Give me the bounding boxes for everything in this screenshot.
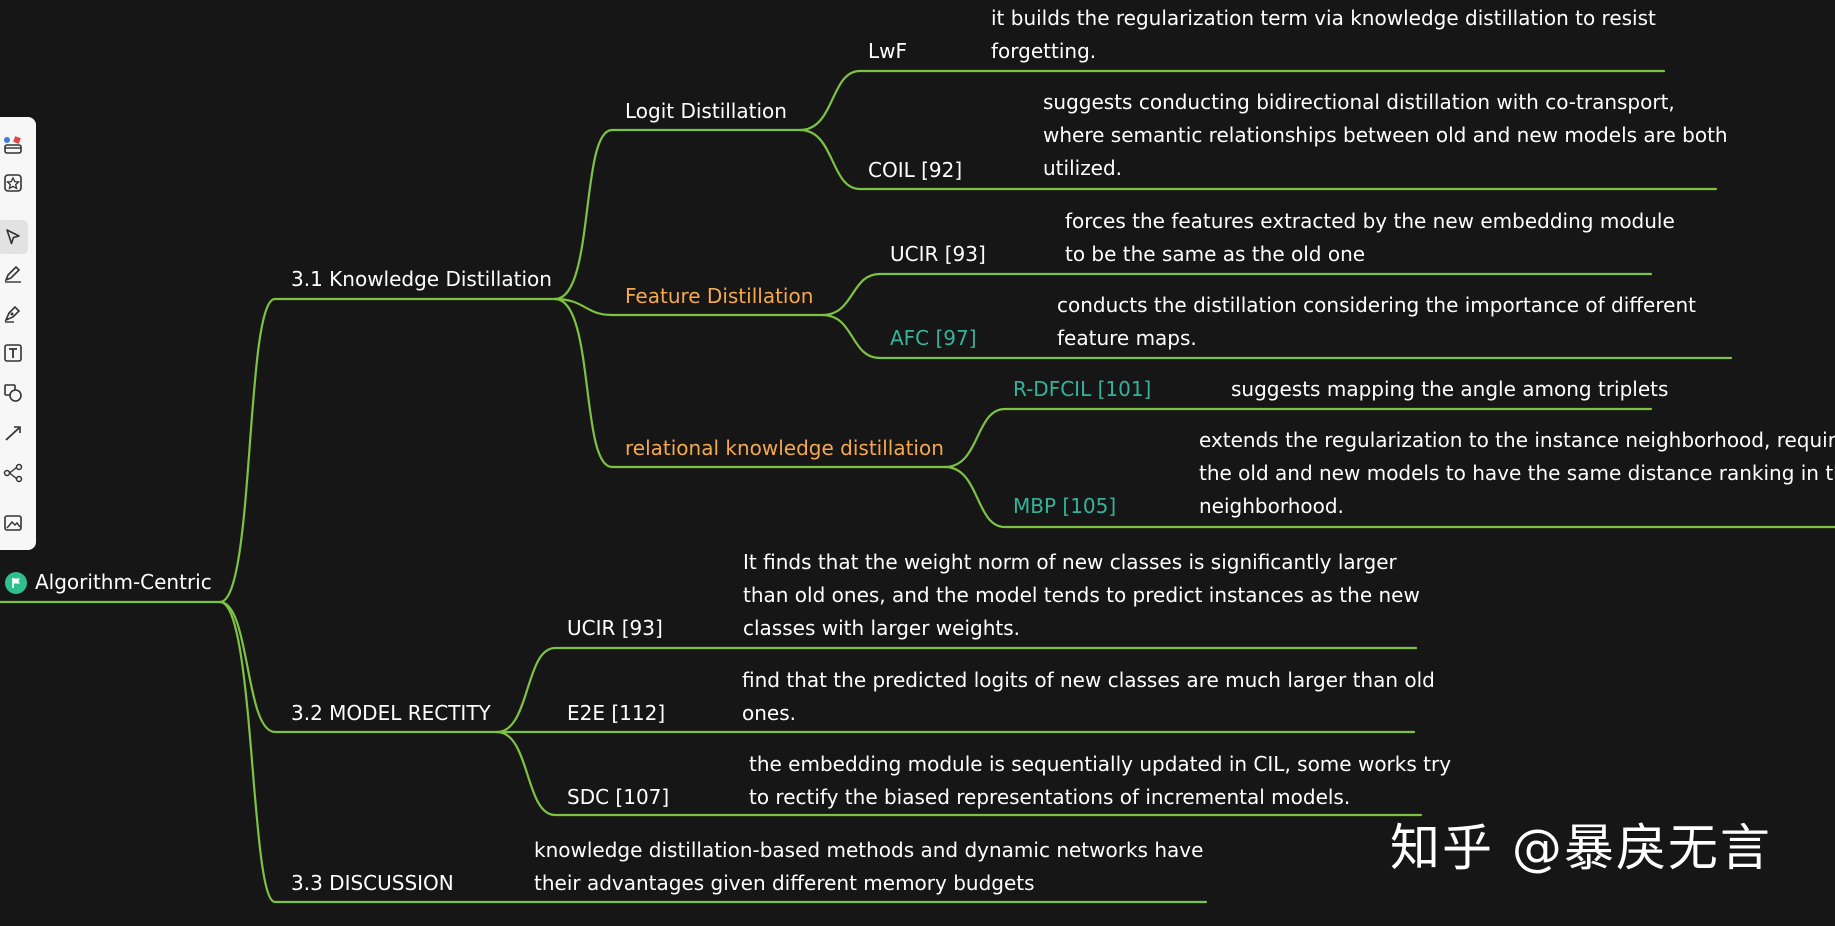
edge-root-mr <box>218 600 277 734</box>
node-ucir-kd[interactable]: UCIR [93] <box>890 242 986 266</box>
desc-discussion: knowledge distillation-based methods and… <box>534 834 1203 900</box>
connector-icon[interactable] <box>0 420 26 446</box>
desc-line: ones. <box>742 701 796 725</box>
desc-line: knowledge distillation-based methods and… <box>534 838 1204 862</box>
root-label: Algorithm-Centric <box>35 570 212 594</box>
edge-mr-ucir <box>495 646 1418 734</box>
desc-line: their advantages given different memory … <box>534 871 1035 895</box>
desc-ucir-kd: forces the features extracted by the new… <box>1065 205 1675 271</box>
edge-mr-sdc <box>495 730 1423 817</box>
edge-root-kd <box>218 297 277 604</box>
node-afc[interactable]: AFC [97] <box>890 326 977 350</box>
desc-line: extends the regularization to the instan… <box>1199 428 1835 452</box>
edge-kd-logit <box>553 128 614 301</box>
desc-line: conducts the distillation considering th… <box>1057 293 1696 317</box>
mindmap-icon[interactable] <box>0 460 26 486</box>
desc-afc: conducts the distillation considering th… <box>1057 289 1696 355</box>
desc-line: utilized. <box>1043 156 1123 180</box>
desc-line: forgetting. <box>991 39 1097 63</box>
edge-kd-relational <box>553 297 614 469</box>
select-icon[interactable] <box>0 220 28 254</box>
desc-line: it builds the regularization term via kn… <box>991 6 1656 30</box>
left-toolbar <box>0 117 36 550</box>
desc-lwf: it builds the regularization term via kn… <box>991 2 1656 68</box>
desc-sdc: the embedding module is sequentially upd… <box>749 748 1451 814</box>
flag-icon <box>5 571 27 594</box>
node-lwf[interactable]: LwF <box>868 39 908 63</box>
node-feature-distillation[interactable]: Feature Distillation <box>625 284 814 308</box>
desc-line: classes with larger weights. <box>743 616 1020 640</box>
desc-line: neighborhood. <box>1199 494 1344 518</box>
desc-mbp: extends the regularization to the instan… <box>1199 424 1835 523</box>
node-sdc[interactable]: SDC [107] <box>567 785 670 809</box>
section-discussion[interactable]: 3.3 DISCUSSION <box>291 871 454 895</box>
edge-logit-lwf <box>798 69 1666 132</box>
root-node[interactable]: Algorithm-Centric <box>5 566 212 599</box>
pen-icon[interactable] <box>0 300 26 326</box>
node-ucir-rectity[interactable]: UCIR [93] <box>567 616 663 640</box>
desc-coil: suggests conducting bidirectional distil… <box>1043 86 1728 185</box>
node-relational-kd[interactable]: relational knowledge distillation <box>625 436 944 460</box>
desc-line: It finds that the weight norm of new cla… <box>743 550 1397 574</box>
desc-line: suggests conducting bidirectional distil… <box>1043 90 1675 114</box>
desc-line: the old and new models to have the same … <box>1199 461 1835 485</box>
text-icon[interactable] <box>0 340 26 366</box>
edge-kd-feature <box>553 297 614 317</box>
image-icon[interactable] <box>0 510 26 536</box>
desc-e2e: find that the predicted logits of new cl… <box>742 664 1435 730</box>
desc-line: feature maps. <box>1057 326 1197 350</box>
node-coil[interactable]: COIL [92] <box>868 158 963 182</box>
desc-line: to rectify the biased representations of… <box>749 785 1351 809</box>
desc-rdfcil: suggests mapping the angle among triplet… <box>1231 373 1668 406</box>
insert-icon[interactable] <box>0 132 26 158</box>
edge-logit-coil <box>798 128 1718 191</box>
edge-rel-mbp <box>943 465 1835 529</box>
edge-root-disc <box>218 600 277 904</box>
desc-line: to be the same as the old one <box>1065 242 1366 266</box>
node-e2e[interactable]: E2E [112] <box>567 701 666 725</box>
desc-line: where semantic relationships between old… <box>1043 123 1728 147</box>
section-model-rectity[interactable]: 3.2 MODEL RECTITY <box>291 701 491 725</box>
watermark: 知乎 @暴戾无言 <box>1390 819 1772 877</box>
edge-feature-ucir <box>820 272 1653 317</box>
marker-icon[interactable] <box>0 260 26 286</box>
section-knowledge-distillation[interactable]: 3.1 Knowledge Distillation <box>291 267 552 291</box>
desc-line: than old ones, and the model tends to pr… <box>743 583 1420 607</box>
desc-line: the embedding module is sequentially upd… <box>749 752 1452 776</box>
desc-ucir-rectity: It finds that the weight norm of new cla… <box>743 546 1420 645</box>
desc-line: find that the predicted logits of new cl… <box>742 668 1435 692</box>
frame-icon[interactable] <box>0 170 26 196</box>
node-rdfcil[interactable]: R-DFCIL [101] <box>1013 377 1152 401</box>
desc-line: forces the features extracted by the new… <box>1065 209 1675 233</box>
node-mbp[interactable]: MBP [105] <box>1013 494 1117 518</box>
shape-icon[interactable] <box>0 380 26 406</box>
desc-line: suggests mapping the angle among triplet… <box>1231 377 1669 401</box>
edge-rel-rdfcil <box>943 407 1653 469</box>
node-logit-distillation[interactable]: Logit Distillation <box>625 99 787 123</box>
edge-feature-afc <box>820 313 1733 360</box>
